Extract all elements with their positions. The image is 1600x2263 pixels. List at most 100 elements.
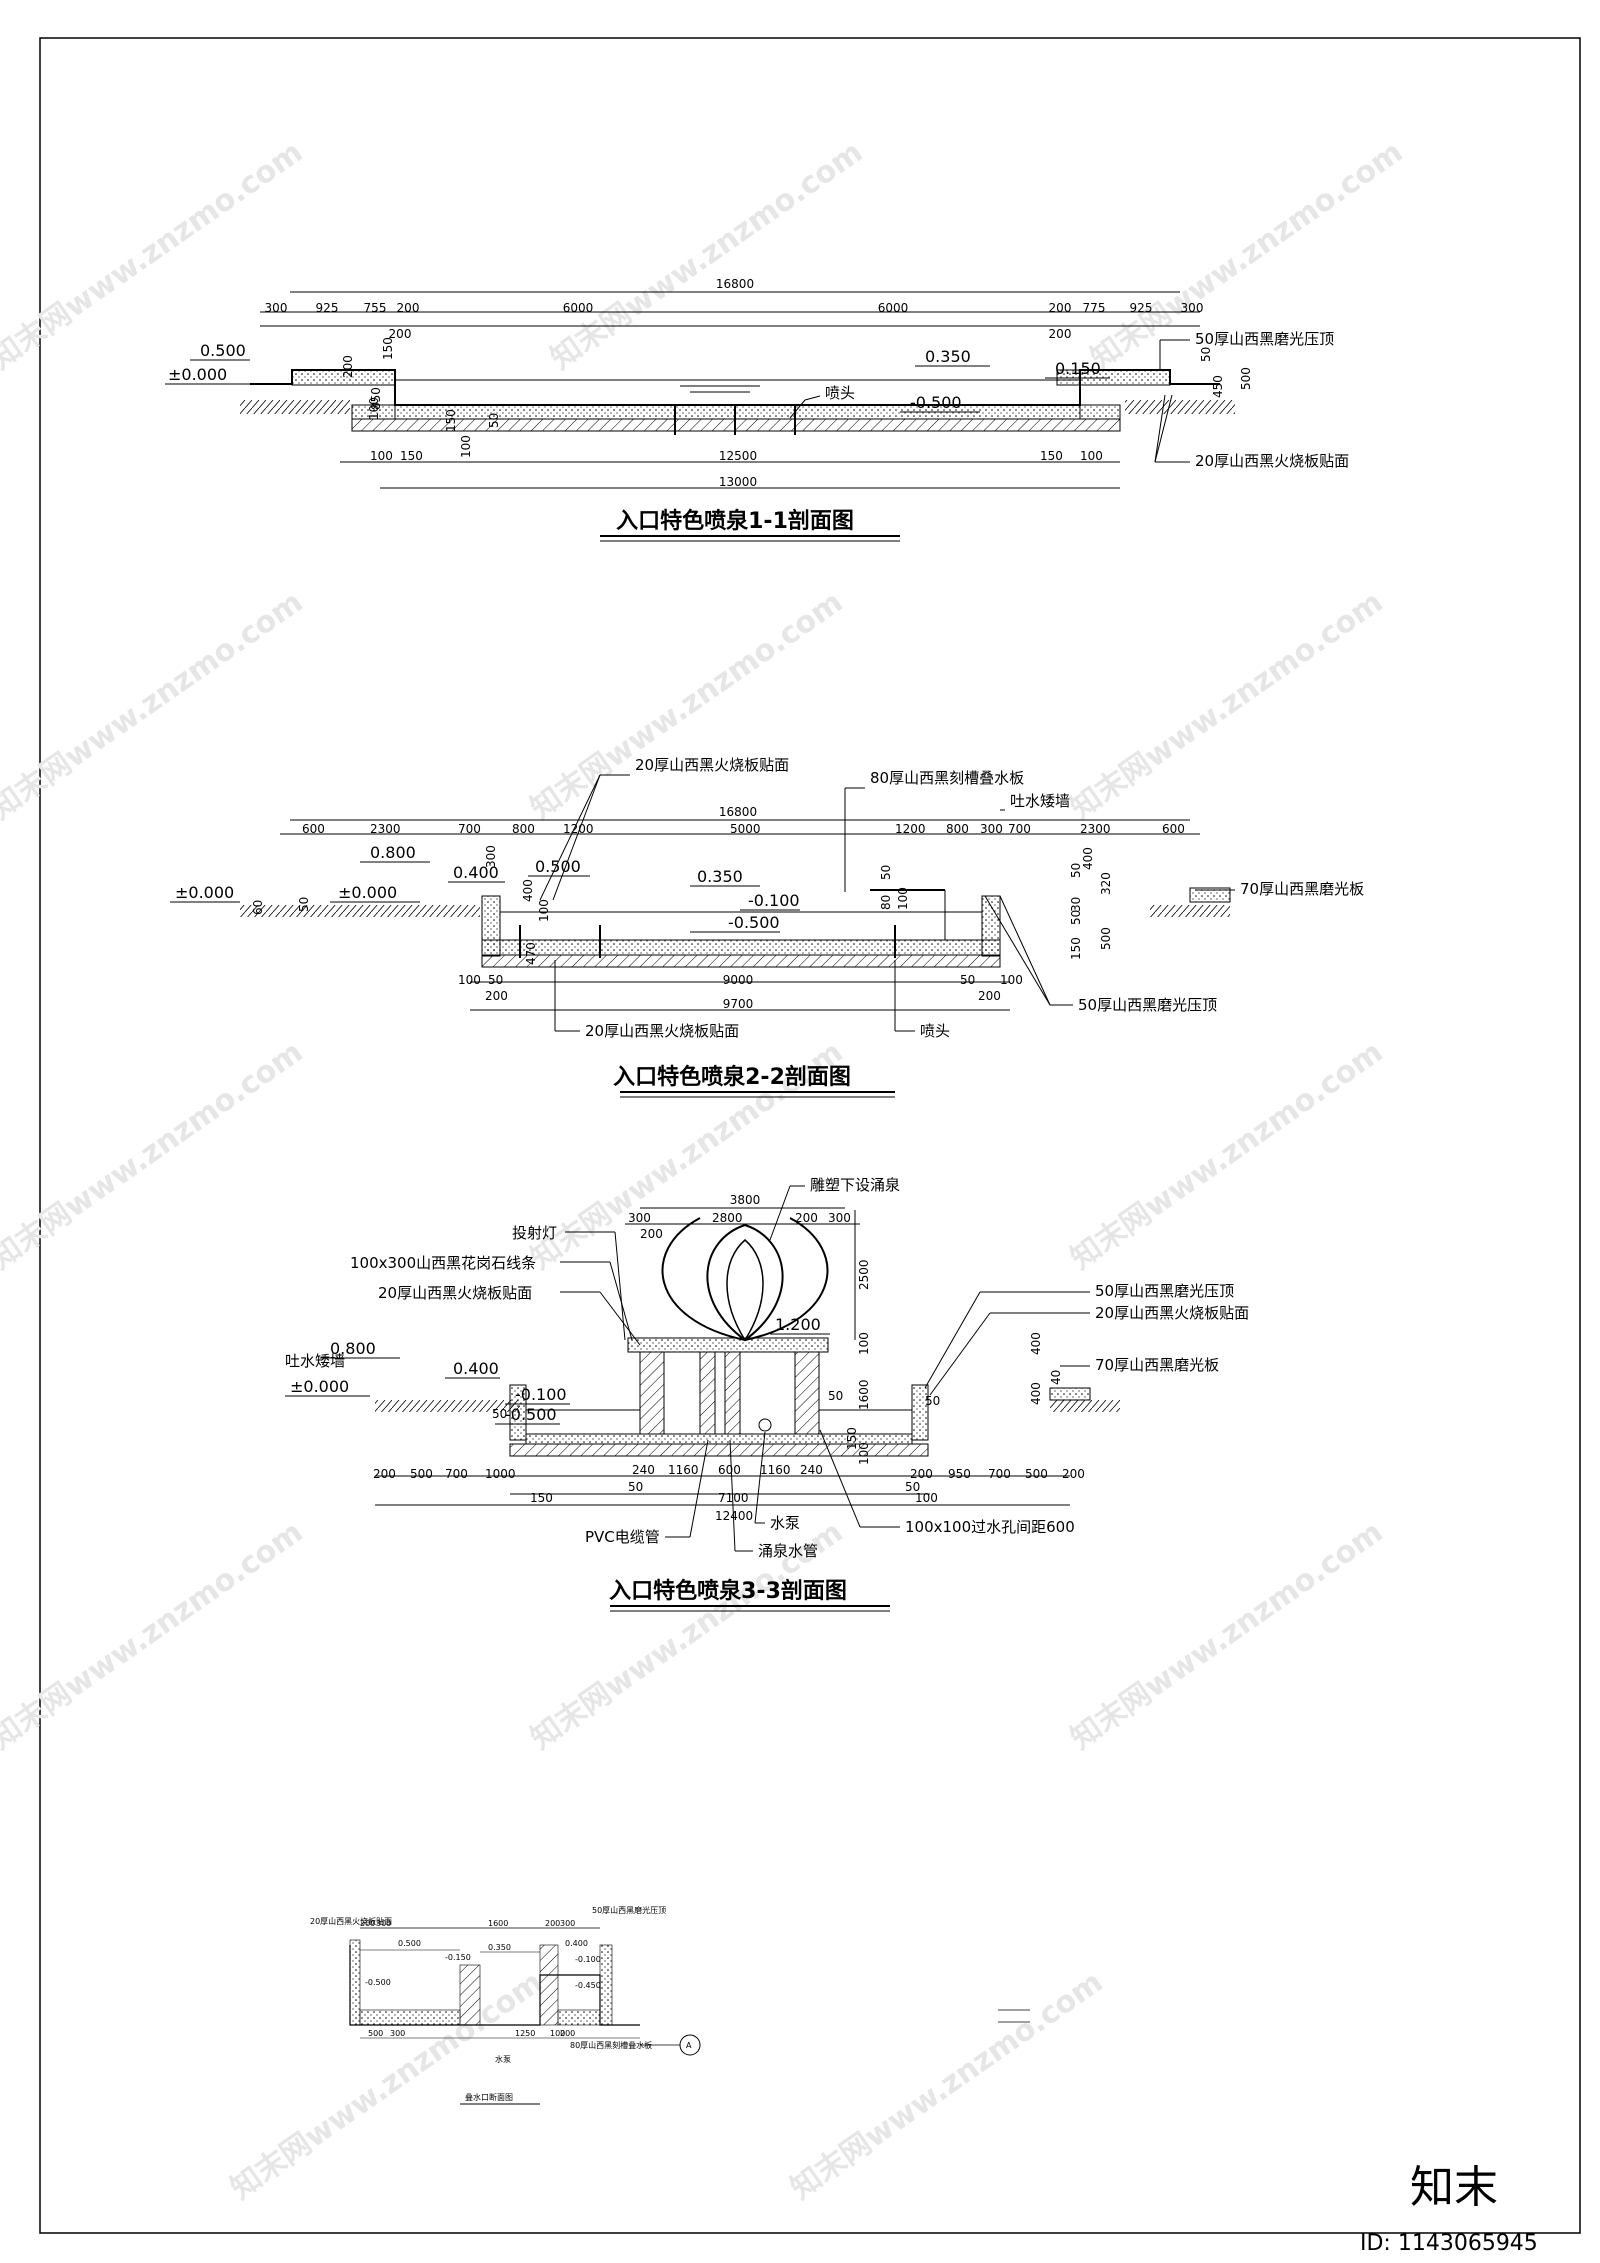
- dim-text: 100: [459, 435, 473, 458]
- dim-text: 5000: [730, 822, 761, 836]
- dim-text: 300: [376, 1919, 391, 1928]
- dim-text: 100: [857, 1332, 871, 1355]
- level-mark: ±0.000: [175, 883, 234, 902]
- level-mark: 0.350: [925, 347, 971, 366]
- dim-text: 200: [1049, 301, 1072, 315]
- dim-text: 2500: [857, 1259, 871, 1290]
- dim-text: 50: [828, 1389, 843, 1403]
- dim-text: 1600: [857, 1379, 871, 1410]
- dim-text: 150: [1069, 937, 1083, 960]
- dim-text: 700: [1008, 822, 1031, 836]
- label-nozzle: 喷头: [825, 384, 855, 402]
- label-face-bottom: 20厚山西黑火烧板贴面: [585, 1022, 739, 1040]
- level-mark: ±0.000: [168, 365, 227, 384]
- dim-text: 950: [948, 1467, 971, 1481]
- marker-a: A: [686, 2041, 692, 2050]
- level-mark: ±0.000: [290, 1377, 349, 1396]
- watermark-text: 知末网www.znzmo.com: [0, 585, 309, 827]
- label-nozzle: 喷头: [920, 1022, 950, 1040]
- dim-text: 1250: [515, 2029, 535, 2038]
- watermark-text: 知末网www.znzmo.com: [785, 1965, 1110, 2207]
- dim-text: 500: [410, 1467, 433, 1481]
- dim-text: 9700: [723, 997, 754, 1011]
- dim-text: 13000: [719, 475, 757, 489]
- dim-text: 50: [960, 973, 975, 987]
- dim-text: 200: [545, 1919, 560, 1928]
- level-mark: -0.500: [365, 1978, 391, 1987]
- dim-text: 1000: [485, 1467, 516, 1481]
- dim-text: 400: [1029, 1332, 1043, 1355]
- dim-text: 200: [341, 355, 355, 378]
- label-wall: 吐水矮墙: [285, 1352, 345, 1370]
- label-pump: 水泵: [495, 2054, 511, 2064]
- label-light: 投射灯: [512, 1224, 557, 1242]
- dim-text: 150: [444, 409, 458, 432]
- dim-text: 300: [560, 1919, 575, 1928]
- dim-text: 300: [628, 1211, 651, 1225]
- dim-text: 200: [1062, 1467, 1085, 1481]
- dim-text: 240: [632, 1463, 655, 1477]
- level-mark: 0.400: [453, 1359, 499, 1378]
- label-face: 20厚山西黑火烧板贴面: [310, 1916, 392, 1926]
- dim-text: 300: [828, 1211, 851, 1225]
- dim-text: 50: [488, 973, 503, 987]
- sheet-border: [39, 37, 1581, 2234]
- dim-text: 500: [1239, 367, 1253, 390]
- watermark-text: 知末网www.znzmo.com: [0, 135, 309, 377]
- dim-text: 925: [316, 301, 339, 315]
- label-pvc: PVC电缆管: [585, 1528, 660, 1546]
- dim-text: 600: [302, 822, 325, 836]
- dim-text: 1200: [563, 822, 594, 836]
- dim-text: 50: [628, 1480, 643, 1494]
- dim-text: 16800: [719, 805, 757, 819]
- dim-text: 9000: [723, 973, 754, 987]
- label-cap: 50厚山西黑磨光压顶: [1195, 330, 1334, 348]
- dim-text: 200: [360, 1919, 375, 1928]
- dim-text: 800: [512, 822, 535, 836]
- level-mark: 0.500: [535, 857, 581, 876]
- section-3-3: 雕塑下设涌泉 3800 300 2800 200 300 200 投射灯 100…: [285, 1176, 1249, 1612]
- dim-text: 7100: [718, 1491, 749, 1505]
- level-mark: 0.500: [200, 341, 246, 360]
- dim-text: 240: [800, 1463, 823, 1477]
- dim-text: 755: [364, 301, 387, 315]
- dim-text: 300: [390, 2029, 405, 2038]
- label-face-right: 20厚山西黑火烧板贴面: [1095, 1304, 1249, 1322]
- dim-text: 150: [1040, 449, 1063, 463]
- dim-text: 50: [905, 1480, 920, 1494]
- label-slab: 70厚山西黑磨光板: [1095, 1356, 1219, 1374]
- level-mark: 1.200: [775, 1315, 821, 1334]
- dim-text: 300: [484, 845, 498, 868]
- dim-text: 700: [988, 1467, 1011, 1481]
- dim-text: 40: [1049, 1370, 1063, 1385]
- dim-text: 200: [640, 1227, 663, 1241]
- watermark-text: 知末网www.znzmo.com: [1065, 1515, 1390, 1757]
- dim-text: 400: [521, 879, 535, 902]
- level-mark: 0.800: [330, 1339, 376, 1358]
- dim-text: 1200: [895, 822, 926, 836]
- dim-text: 1160: [760, 1463, 791, 1477]
- dim-text: 30: [1069, 897, 1083, 912]
- dim-text: 200: [910, 1467, 933, 1481]
- dim-text: 200: [560, 2029, 575, 2038]
- dim-text: 500: [1025, 1467, 1048, 1481]
- dim-text: 200: [373, 1467, 396, 1481]
- dim-text: 600: [718, 1463, 741, 1477]
- watermark-layer: 知末网www.znzmo.com 知末网www.znzmo.com 知末网www…: [0, 135, 1409, 2207]
- watermark-text: 知末网www.znzmo.com: [1065, 1035, 1390, 1277]
- label-cap: 50厚山西黑磨光压顶: [592, 1905, 666, 1915]
- dim-text: 700: [458, 822, 481, 836]
- dim-text: 60: [251, 900, 265, 915]
- dim-text: 100: [915, 1491, 938, 1505]
- label-weir: 80厚山西黑刻槽叠水板: [570, 2040, 652, 2050]
- dim-text: 50: [1069, 863, 1083, 878]
- watermark-text: 知末网www.znzmo.com: [225, 1965, 550, 2207]
- level-mark: -0.100: [748, 891, 800, 910]
- dim-text: 800: [946, 822, 969, 836]
- dim-text: 200: [1049, 327, 1072, 341]
- dim-text: 100: [537, 899, 551, 922]
- dim-text: 600: [1162, 822, 1185, 836]
- label-pipe: 涌泉水管: [758, 1542, 818, 1560]
- dim-text: 100: [367, 397, 381, 420]
